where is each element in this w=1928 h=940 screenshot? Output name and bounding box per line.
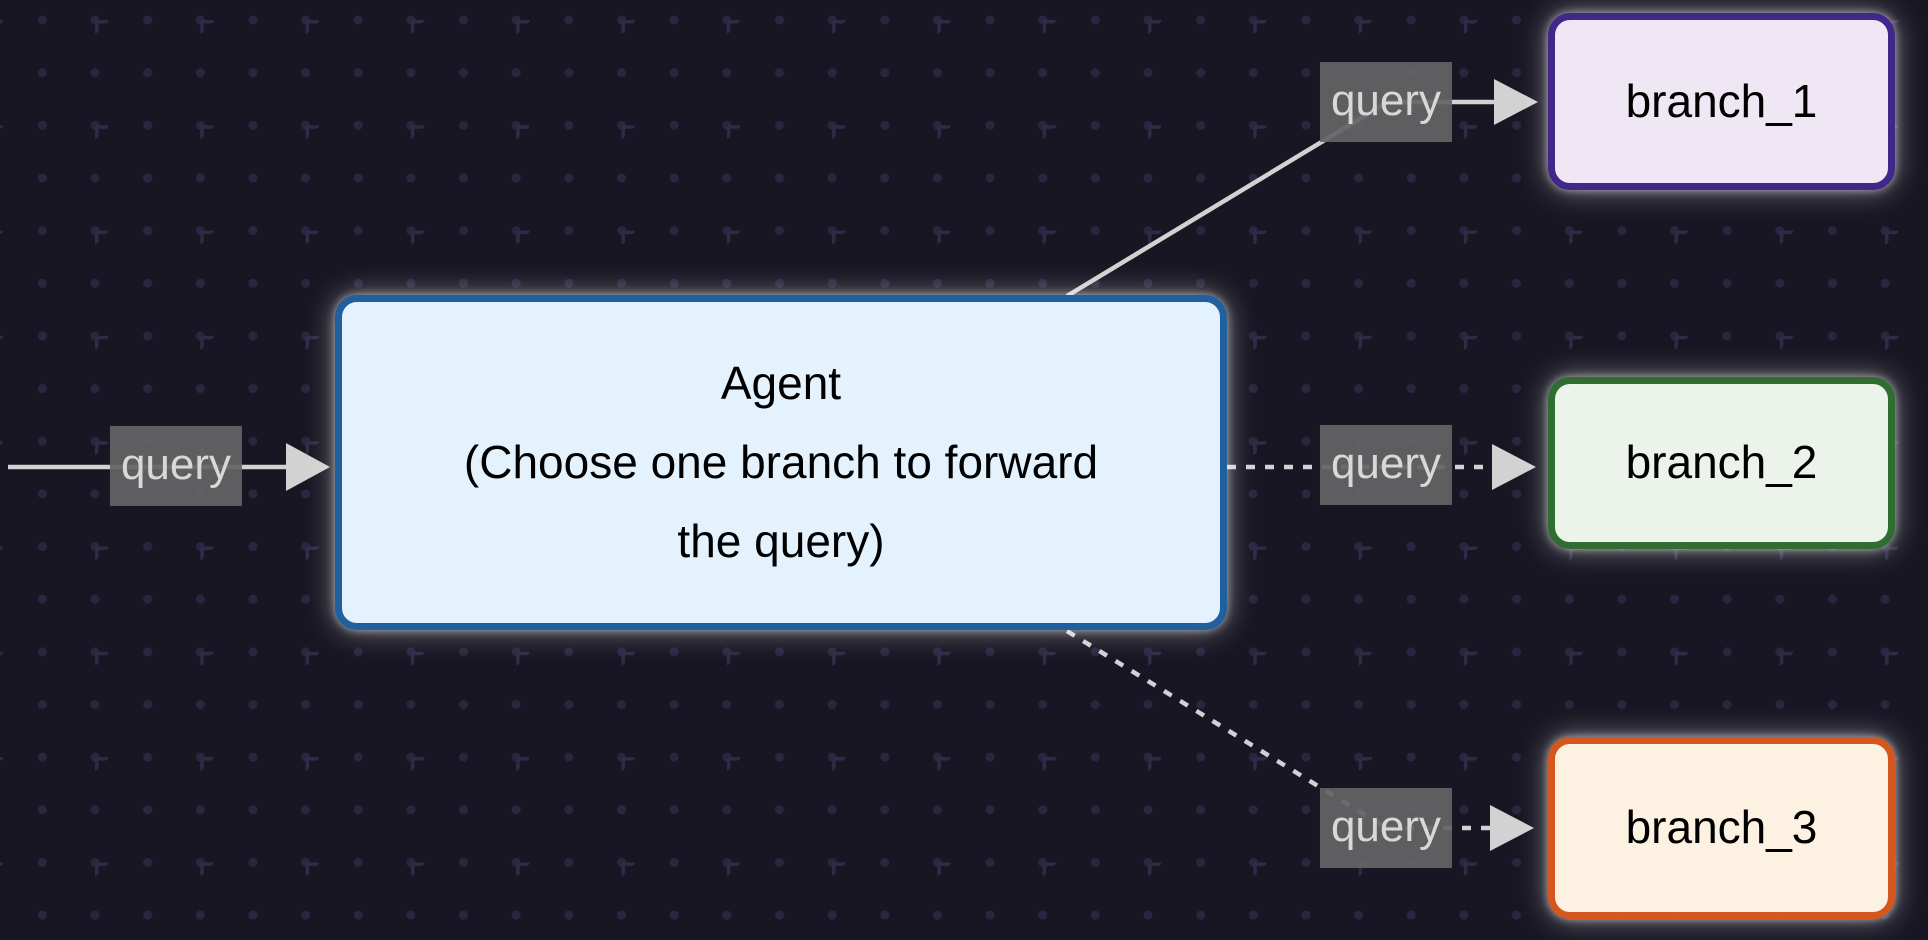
edge-label-branch-1-query: query [1319,62,1453,142]
edge-label-branch-3-query: query [1319,788,1453,868]
node-branch-3-label: branch_3 [1625,801,1818,854]
arrowhead-input-to-agent [286,443,330,491]
edge-label-input-query: query [109,426,243,506]
node-branch-2[interactable]: branch_2 [1548,377,1895,549]
node-agent-label: Agent (Choose one branch to forward the … [463,356,1099,568]
arrowhead-agent-to-branch-1 [1494,79,1538,125]
node-branch-1-label: branch_1 [1625,74,1818,127]
node-branch-3[interactable]: branch_3 [1548,737,1895,919]
node-branch-1[interactable]: branch_1 [1548,13,1895,190]
node-branch-2-label: branch_2 [1625,436,1818,489]
arrowhead-agent-to-branch-3 [1490,805,1534,851]
node-agent[interactable]: Agent (Choose one branch to forward the … [335,295,1227,630]
arrowhead-agent-to-branch-2 [1492,444,1536,490]
edge-label-branch-2-query: query [1319,425,1453,505]
